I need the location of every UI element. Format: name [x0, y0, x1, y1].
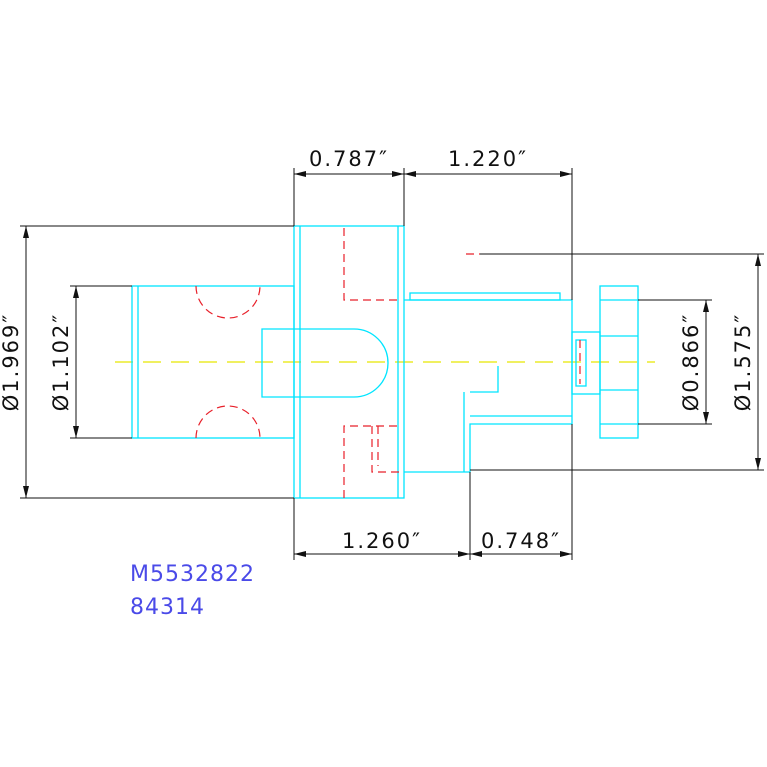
end-cap [599, 285, 639, 439]
dimension-lines [23, 171, 761, 557]
catalog-number-label: 84314 [130, 595, 205, 620]
part-number-label: M5532822 [130, 562, 255, 587]
extension-lines [20, 168, 764, 560]
dim-bottom-right: 0.748″ [481, 529, 561, 553]
dim-dia-left: Ø1.102″ [49, 313, 73, 412]
key-slot [261, 328, 389, 398]
right-shaft [404, 299, 573, 473]
dim-dia-right: Ø1.575″ [731, 313, 755, 412]
flange [293, 225, 405, 499]
hidden-lines [195, 228, 581, 498]
dim-dia-outer: Ø1.969″ [0, 313, 23, 412]
dim-dia-small: Ø0.866″ [679, 313, 703, 412]
part-outline [131, 225, 639, 499]
dim-top-right: 1.220″ [448, 147, 528, 171]
dim-top-left: 0.787″ [309, 147, 389, 171]
dim-bottom-left: 1.260″ [342, 529, 422, 553]
